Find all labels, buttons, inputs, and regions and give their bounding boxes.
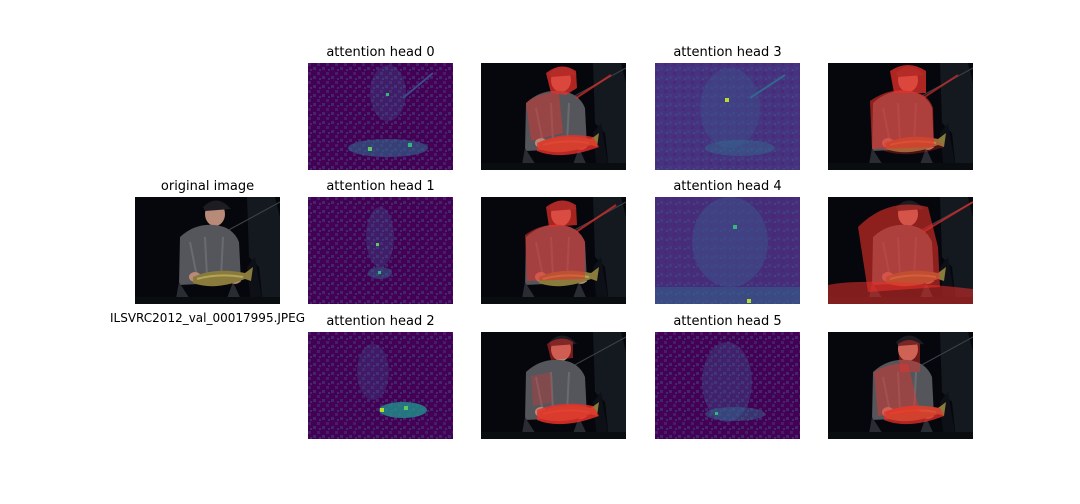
head-0-title: attention head 0 <box>326 45 435 60</box>
head-3-title: attention head 3 <box>673 45 782 60</box>
head-0-overlay <box>481 63 626 170</box>
head-4-heatmap <box>655 197 800 304</box>
head-5-heatmap <box>655 332 800 439</box>
head-2-title: attention head 2 <box>326 314 435 329</box>
head-4-title: attention head 4 <box>673 179 782 194</box>
original-image-title: original image <box>160 179 255 194</box>
original-image <box>135 197 280 304</box>
head-1-title: attention head 1 <box>326 179 435 194</box>
head-2-overlay <box>481 332 626 439</box>
head-3-heatmap <box>655 63 800 170</box>
head-1-heatmap <box>308 197 453 304</box>
head-4-overlay <box>828 197 973 304</box>
head-1-overlay <box>481 197 626 304</box>
original-image-filename: ILSVRC2012_val_00017995.JPEG <box>110 311 306 325</box>
head-2-heatmap <box>308 332 453 439</box>
head-0-heatmap <box>308 63 453 170</box>
head-5-overlay <box>828 332 973 439</box>
head-5-title: attention head 5 <box>673 314 782 329</box>
head-3-overlay <box>828 63 973 170</box>
